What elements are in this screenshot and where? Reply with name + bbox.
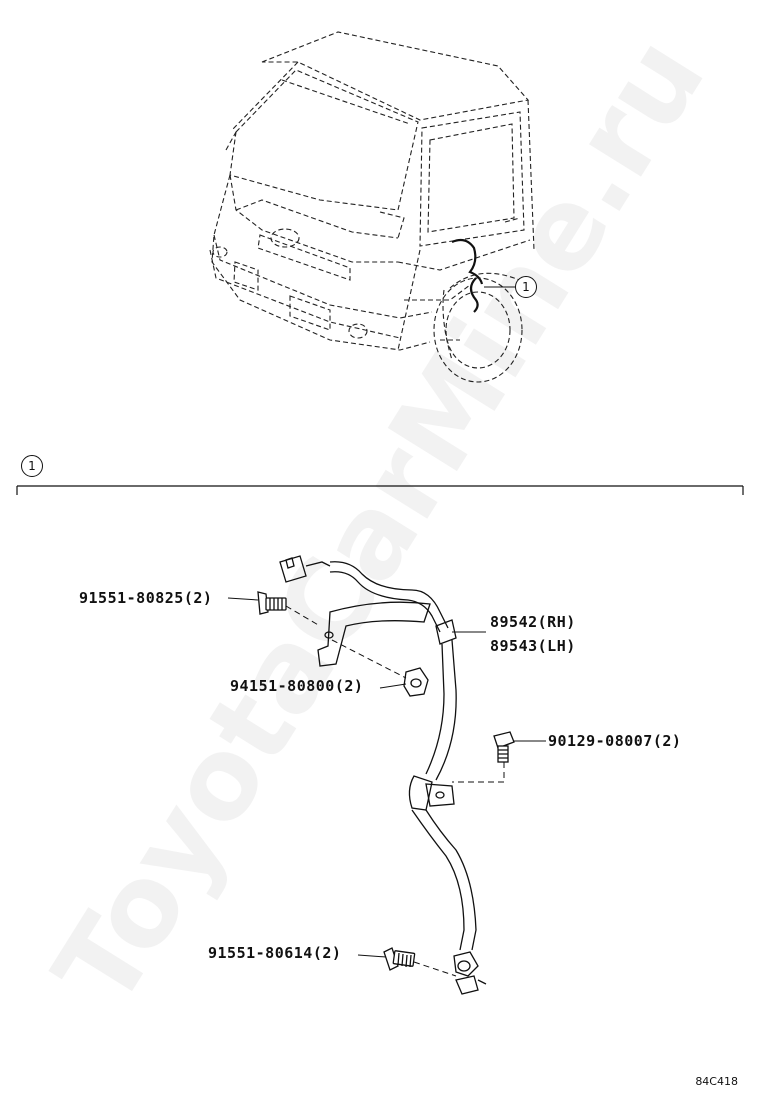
part-number: 91551-80825 (79, 589, 184, 607)
part-label-94151-80800[interactable]: 94151-80800(2) (230, 677, 363, 695)
leader-lines (227, 597, 546, 958)
part-number: 90129-08007 (548, 732, 653, 750)
part-label-89542[interactable]: 89542(RH) (490, 613, 576, 631)
part-side: (RH) (537, 613, 576, 631)
part-number: 89542 (490, 613, 538, 631)
callout-truck: 1 (515, 276, 537, 298)
truck-sensor-wire (451, 238, 484, 313)
callout-section: 1 (21, 455, 43, 477)
part-label-91551-80825[interactable]: 91551-80825(2) (79, 589, 212, 607)
sensor-harness (279, 555, 487, 995)
part-number: 89543 (490, 637, 538, 655)
truck-illustration (209, 31, 535, 383)
part-side: (LH) (537, 637, 576, 655)
fasteners (257, 591, 515, 971)
section-divider (16, 485, 744, 495)
part-number: 91551-80614 (208, 944, 313, 962)
assembly-lines (285, 605, 505, 977)
part-label-89543[interactable]: 89543(LH) (490, 637, 576, 655)
part-label-91551-80614[interactable]: 91551-80614(2) (208, 944, 341, 962)
part-qty: (2) (183, 589, 213, 607)
diagram-code: 84C418 (695, 1075, 738, 1088)
part-qty: (2) (652, 732, 682, 750)
part-number: 94151-80800 (230, 677, 335, 695)
part-qty: (2) (334, 677, 364, 695)
part-label-90129-08007[interactable]: 90129-08007(2) (548, 732, 681, 750)
part-qty: (2) (312, 944, 342, 962)
